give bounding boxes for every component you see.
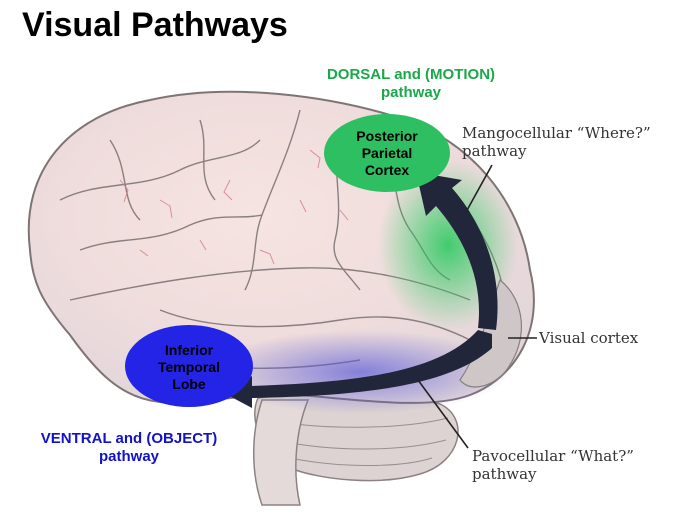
mango-line2: pathway <box>462 142 527 160</box>
inferior-temporal-label: Inferior Temporal Lobe <box>139 342 239 393</box>
pp-line3: Cortex <box>364 162 410 178</box>
dorsal-label-line1: DORSAL and (MOTION) <box>326 66 496 83</box>
dorsal-arrow <box>416 172 498 330</box>
visual-cortex-callout: Visual cortex <box>539 329 639 347</box>
it-line3: Lobe <box>172 376 206 392</box>
inferior-temporal-node <box>125 325 253 407</box>
mango-callout-line <box>465 164 493 213</box>
mangocellular-callout: Mangocellular “Where?” pathway <box>462 124 651 160</box>
pp-line2: Parietal <box>361 145 413 161</box>
page-title: Visual Pathways <box>22 6 288 44</box>
posterior-parietal-node <box>324 114 450 192</box>
pavocellular-callout: Pavocellular “What?” pathway <box>472 447 634 483</box>
posterior-parietal-label: Posterior Parietal Cortex <box>337 128 437 179</box>
brainstem <box>253 399 310 506</box>
pp-line1: Posterior <box>356 128 418 144</box>
dorsal-label-line2: pathway <box>380 84 441 101</box>
mango-line1: Mangocellular “Where?” <box>462 124 651 142</box>
ventral-label-line1: VENTRAL and (OBJECT) <box>40 430 218 447</box>
it-line1: Inferior <box>164 342 214 358</box>
ventral-pathway-label: VENTRAL and (OBJECT) pathway <box>18 430 240 466</box>
pavo-line1: Pavocellular “What?” <box>472 447 634 465</box>
ventral-label-line2: pathway <box>98 448 159 465</box>
ventral-arrow <box>222 330 492 408</box>
pavo-callout-line <box>417 379 469 449</box>
blood-vessels <box>119 149 349 265</box>
it-line2: Temporal <box>158 359 220 375</box>
dorsal-pathway-label: DORSAL and (MOTION) pathway <box>300 66 522 102</box>
pavo-line2: pathway <box>472 465 537 483</box>
